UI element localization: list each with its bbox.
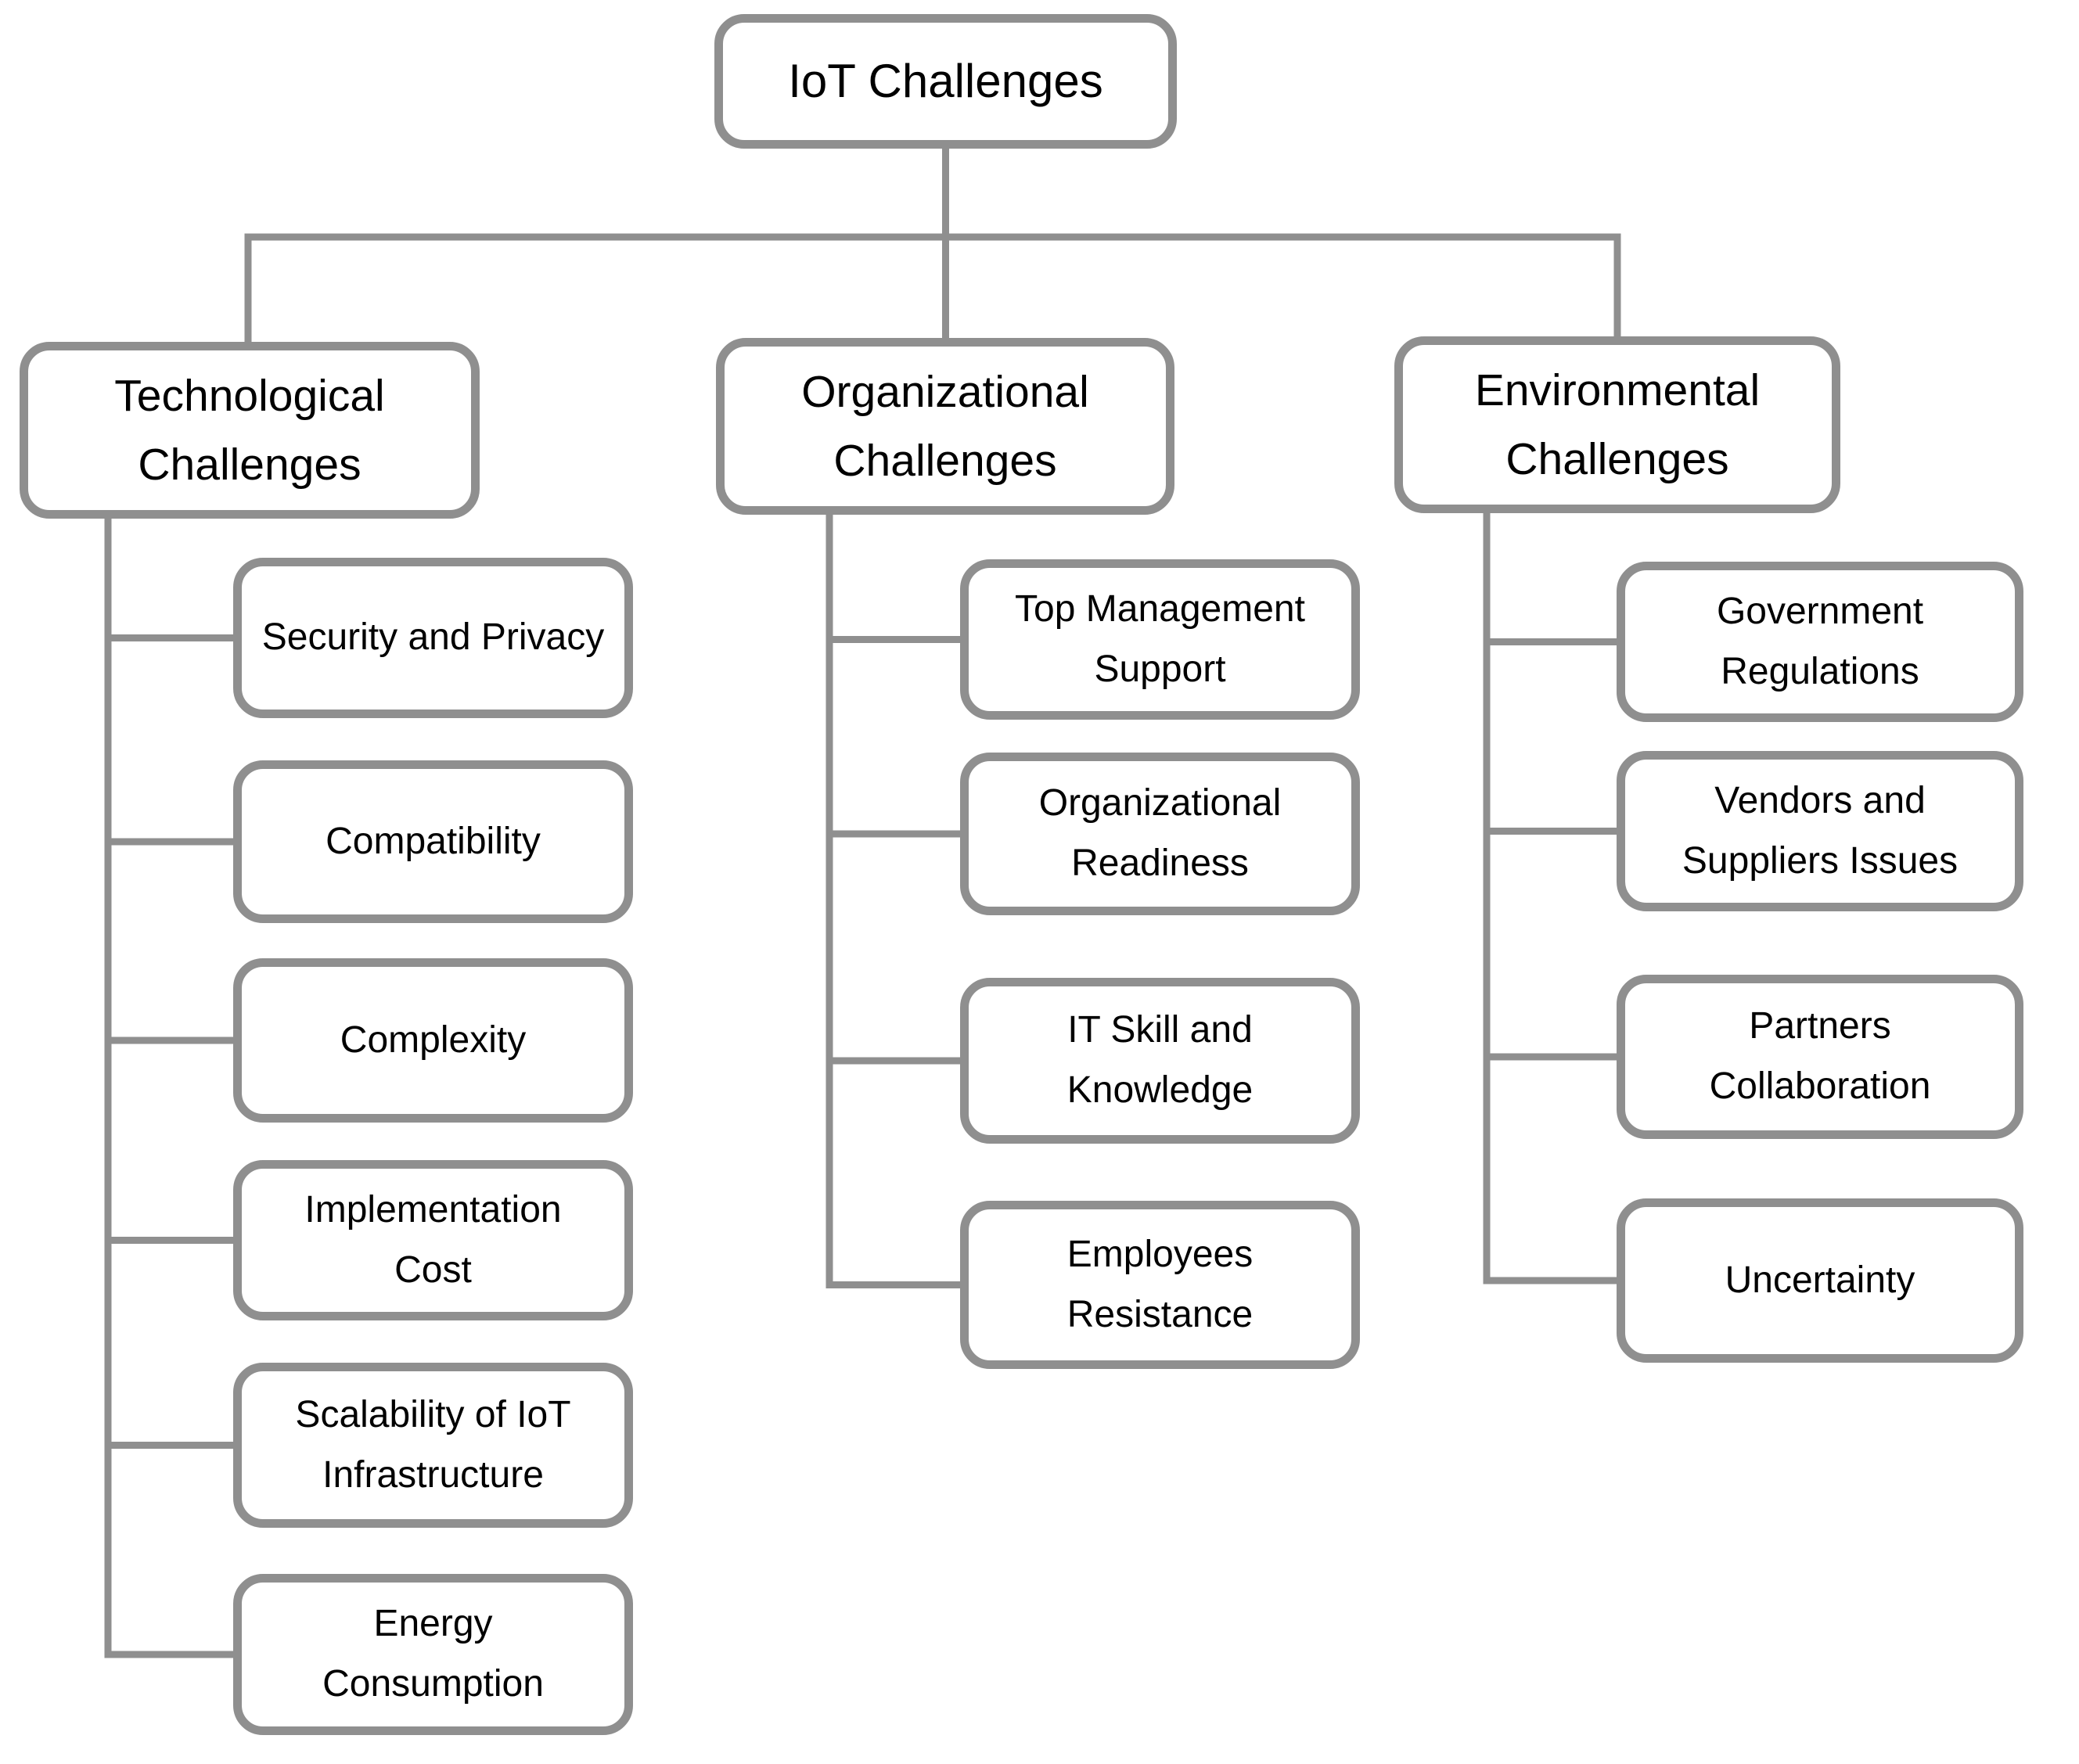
node-uncertainty: Uncertainty [1617,1198,2023,1363]
node-label: Organizational Challenges [801,366,1089,486]
node-organizational-readiness: Organizational Readiness [960,753,1360,915]
node-label: Organizational Readiness [1038,782,1282,884]
node-security-and-privacy: Security and Privacy [233,558,633,718]
node-partners-collaboration: Partners Collaboration [1617,975,2023,1139]
node-label: Vendors and Suppliers Issues [1682,779,1959,882]
node-label: Implementation Cost [304,1188,562,1291]
node-label: Uncertainty [1725,1259,1915,1301]
node-label: Complexity [340,1019,527,1061]
node-iot-challenges: IoT Challenges [714,14,1177,149]
node-label: Energy Consumption [322,1603,544,1705]
node-employees-resistance: Employees Resistance [960,1201,1360,1369]
node-label: IoT Challenges [788,55,1103,107]
node-label: Technological Challenges [114,370,385,490]
node-it-skill-and-knowledge: IT Skill and Knowledge [960,978,1360,1144]
node-label: IT Skill and Knowledge [1066,1009,1254,1111]
node-top-management-support: Top Management Support [960,559,1360,720]
node-compatibility: Compatibility [233,760,633,923]
node-label: Compatibility [326,820,541,862]
node-implementation-cost: Implementation Cost [233,1160,633,1320]
node-label: Top Management Support [1015,587,1305,690]
node-label: Government Regulations [1716,590,1924,692]
node-label: Partners Collaboration [1709,1005,1931,1107]
node-government-regulations: Government Regulations [1617,562,2023,722]
node-energy-consumption: Energy Consumption [233,1574,633,1735]
node-technological-challenges: Technological Challenges [20,342,480,519]
node-label: Employees Resistance [1066,1233,1254,1335]
node-environmental-challenges: Environmental Challenges [1394,336,1840,513]
node-scalability-of-iot-infrastructure: Scalability of IoT Infrastructure [233,1363,633,1528]
node-label: Security and Privacy [261,616,605,659]
node-organizational-challenges: Organizational Challenges [716,338,1174,515]
node-label: Environmental Challenges [1474,365,1761,484]
node-label: Scalability of IoT Infrastructure [295,1393,571,1496]
node-complexity: Complexity [233,958,633,1123]
node-vendors-and-suppliers-issues: Vendors and Suppliers Issues [1617,751,2023,911]
